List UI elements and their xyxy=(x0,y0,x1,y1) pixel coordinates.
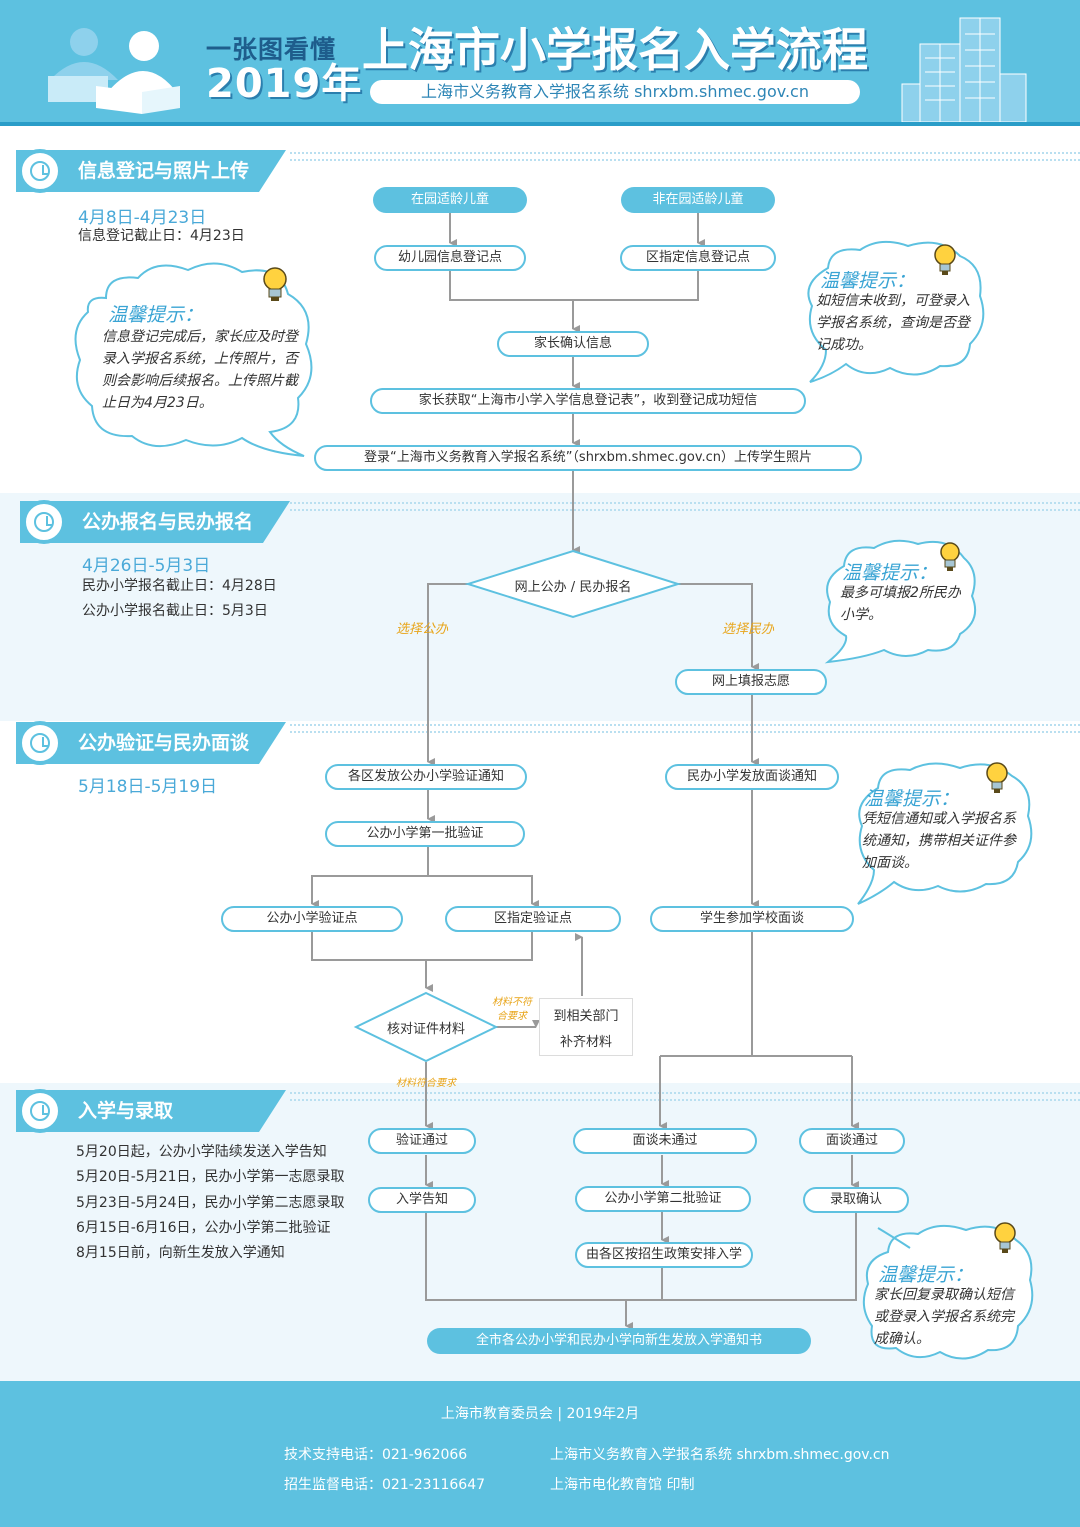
flow-node: 公办小学第一批验证 xyxy=(325,821,525,847)
flow-node: 面谈未通过 xyxy=(573,1128,757,1154)
lightbulb-icon xyxy=(986,762,1008,793)
section-note: 5月23日-5月24日，民办小学第二志愿录取 xyxy=(76,1195,345,1211)
tip-text: 最多可填报2所民办小学。 xyxy=(840,585,961,623)
footer xyxy=(0,1381,1080,1527)
section-note: 8月15日前，向新生发放入学通知 xyxy=(76,1245,285,1261)
buildings-icon xyxy=(901,17,1027,122)
clock-icon xyxy=(22,500,66,544)
divider xyxy=(290,159,1080,161)
branch-label: 选择公办 xyxy=(396,622,449,637)
tip-text: 凭短信通知或入学报名系统通知，携带相关证件参加面谈。 xyxy=(862,811,1016,871)
divider xyxy=(290,509,1080,511)
tip-title: 温馨提示： xyxy=(864,788,960,810)
flow-node: 学生参加学校面谈 xyxy=(650,906,854,932)
lightbulb-icon xyxy=(934,244,956,275)
header-divider xyxy=(0,122,1080,126)
tip-title: 温馨提示： xyxy=(820,270,916,292)
decision-diamond xyxy=(464,549,682,619)
divider xyxy=(290,731,1080,733)
tip-text: 家长回复录取确认短信或登录入学报名系统完成确认。 xyxy=(874,1287,1014,1347)
lightbulb-icon xyxy=(263,267,287,301)
section-date: 4月26日-5月3日 xyxy=(82,556,211,576)
flow-node: 录取确认 xyxy=(803,1187,909,1213)
section-date: 4月8日-4月23日 xyxy=(78,208,207,228)
tip-title: 温馨提示： xyxy=(842,562,938,584)
page-title: 上海市小学报名入学流程 xyxy=(362,23,868,77)
branch-label: 材料符合要求 xyxy=(396,1078,456,1089)
section-note: 5月20日-5月21日，民办小学第一志愿录取 xyxy=(76,1169,345,1185)
flow-node: 民办小学发放面谈通知 xyxy=(665,764,839,790)
tip-text: 如短信未收到，可登录入学报名系统，查询是否登记成功。 xyxy=(816,293,970,353)
clock-icon xyxy=(18,149,62,193)
flow-node: 登录“上海市义务教育入学报名系统”（shrxbm.shmec.gov.cn）上传… xyxy=(314,445,862,471)
section-note: 公办小学报名截止日：5月3日 xyxy=(82,603,268,619)
section-note: 民办小学报名截止日：4月28日 xyxy=(82,578,277,594)
divider xyxy=(290,1092,1080,1094)
flow-decision-label: 核对证件材料 xyxy=(386,1022,465,1037)
flow-node: 非在园适龄儿童 xyxy=(621,187,775,213)
header-banner xyxy=(0,0,1080,126)
header-subtitle: 上海市义务教育入学报名系统 shrxbm.shmec.gov.cn xyxy=(370,80,860,104)
flow-node: 幼儿园信息登记点 xyxy=(374,245,526,271)
divider xyxy=(290,724,1080,726)
section-note: 信息登记截止日：4月23日 xyxy=(78,228,245,244)
tip-bubble xyxy=(862,1224,1034,1360)
flow-node: 到相关部门 补齐材料 xyxy=(539,998,633,1056)
section-date: 5月18日-5月19日 xyxy=(78,777,218,797)
clock-icon xyxy=(18,721,62,765)
section-note: 6月15日-6月16日，公办小学第二批验证 xyxy=(76,1220,331,1236)
flow-node: 网上填报志愿 xyxy=(675,669,827,695)
footer-org: 上海市教育委员会 | 2019年2月 xyxy=(440,1406,640,1422)
header-year: 2019年 xyxy=(206,61,363,107)
decision-diamond xyxy=(353,991,499,1063)
tip-title: 温馨提示： xyxy=(878,1264,974,1286)
flow-node: 各区发放公办小学验证通知 xyxy=(325,764,527,790)
flow-node: 家长确认信息 xyxy=(497,331,649,357)
flow-node: 验证通过 xyxy=(368,1128,476,1154)
clock-icon xyxy=(18,1089,62,1133)
flow-node-line: 补齐材料 xyxy=(559,1035,612,1050)
lightbulb-icon xyxy=(940,542,960,571)
divider xyxy=(290,502,1080,504)
flow-decision-label: 网上公办 / 民办报名 xyxy=(514,580,632,595)
section-note: 5月20日起，公办小学陆续发送入学告知 xyxy=(76,1144,327,1160)
flow-node: 区指定信息登记点 xyxy=(620,245,776,271)
flow-node-line: 到相关部门 xyxy=(553,1009,619,1024)
footer-support: 技术支持电话：021-962066 xyxy=(284,1447,468,1463)
flow-node: 由各区按招生政策安排入学 xyxy=(575,1242,753,1268)
tip-text: 信息登记完成后，家长应及时登录入学报名系统，上传照片，否则会影响后续报名。上传照… xyxy=(102,329,298,411)
flow-node: 家长获取“上海市小学入学信息登记表”，收到登记成功短信 xyxy=(370,388,806,414)
header-kicker: 一张图看懂 xyxy=(206,35,337,64)
flow-node: 入学告知 xyxy=(368,1187,476,1213)
flow-node: 公办小学第二批验证 xyxy=(575,1186,751,1212)
flow-node: 面谈通过 xyxy=(799,1128,905,1154)
divider xyxy=(290,1099,1080,1101)
tip-bubble xyxy=(857,762,1033,905)
branch-label: 选择民办 xyxy=(722,622,775,637)
tip-title: 温馨提示： xyxy=(108,304,204,326)
flow-node: 公办小学验证点 xyxy=(221,906,403,932)
tip-bubble xyxy=(74,262,313,457)
flow-node: 全市各公办小学和民办小学向新生发放入学通知书 xyxy=(427,1328,811,1354)
divider xyxy=(290,152,1080,154)
tip-bubble xyxy=(807,240,985,383)
flow-node: 在园适龄儿童 xyxy=(373,187,527,213)
lightbulb-icon xyxy=(994,1222,1016,1253)
students-reading-icon xyxy=(48,28,180,114)
footer-supervise: 招生监督电话：021-23116647 xyxy=(284,1477,486,1493)
footer-printer: 上海市电化教育馆 印制 xyxy=(550,1477,695,1493)
tip-bubble xyxy=(824,539,976,664)
branch-label: 材料不符合要求 xyxy=(492,997,532,1022)
flow-node: 区指定验证点 xyxy=(445,906,621,932)
section-title: 公办报名与民办报名 xyxy=(20,501,290,543)
footer-system: 上海市义务教育入学报名系统 shrxbm.shmec.gov.cn xyxy=(550,1447,890,1463)
